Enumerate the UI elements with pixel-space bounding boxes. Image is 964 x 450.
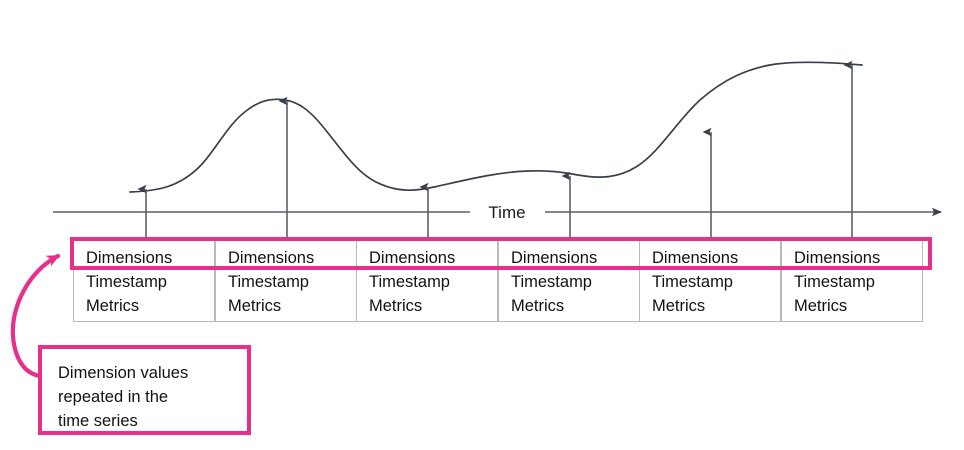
record-box[interactable]: Dimensions Timestamp Metrics xyxy=(781,240,923,322)
record-box[interactable]: Dimensions Timestamp Metrics xyxy=(356,240,498,322)
callout-box: Dimension values repeated in the time se… xyxy=(38,345,251,435)
record-metrics: Metrics xyxy=(86,297,140,315)
record-dimensions: Dimensions xyxy=(228,249,315,267)
sample-arrows xyxy=(137,60,853,240)
record-timestamp: Timestamp xyxy=(369,273,450,291)
record-metrics: Metrics xyxy=(369,297,423,315)
record-metrics: Metrics xyxy=(652,297,706,315)
record-metrics: Metrics xyxy=(228,297,282,315)
record-metrics: Metrics xyxy=(794,297,848,315)
record-timestamp: Timestamp xyxy=(511,273,592,291)
record-box[interactable]: Dimensions Timestamp Metrics xyxy=(498,240,640,322)
callout-connector xyxy=(10,253,61,379)
axis-label-time: Time xyxy=(488,203,525,222)
metric-curve xyxy=(129,61,863,193)
record-timestamp: Timestamp xyxy=(86,273,167,291)
record-timestamp: Timestamp xyxy=(794,273,875,291)
record-dimensions: Dimensions xyxy=(652,249,739,267)
record-timestamp: Timestamp xyxy=(228,273,309,291)
callout-line-2: repeated in the xyxy=(58,388,169,406)
callout-line-3: time series xyxy=(58,412,138,430)
callout-line-1: Dimension values xyxy=(58,364,189,382)
record-timestamp: Timestamp xyxy=(652,273,733,291)
record-box[interactable]: Dimensions Timestamp Metrics xyxy=(215,240,357,322)
record-box[interactable]: Dimensions Timestamp Metrics xyxy=(639,240,781,322)
record-dimensions: Dimensions xyxy=(511,249,598,267)
record-metrics: Metrics xyxy=(511,297,565,315)
record-dimensions: Dimensions xyxy=(86,249,173,267)
record-dimensions: Dimensions xyxy=(794,249,881,267)
record-dimensions: Dimensions xyxy=(369,249,456,267)
record-box[interactable]: Dimensions Timestamp Metrics xyxy=(73,240,215,322)
